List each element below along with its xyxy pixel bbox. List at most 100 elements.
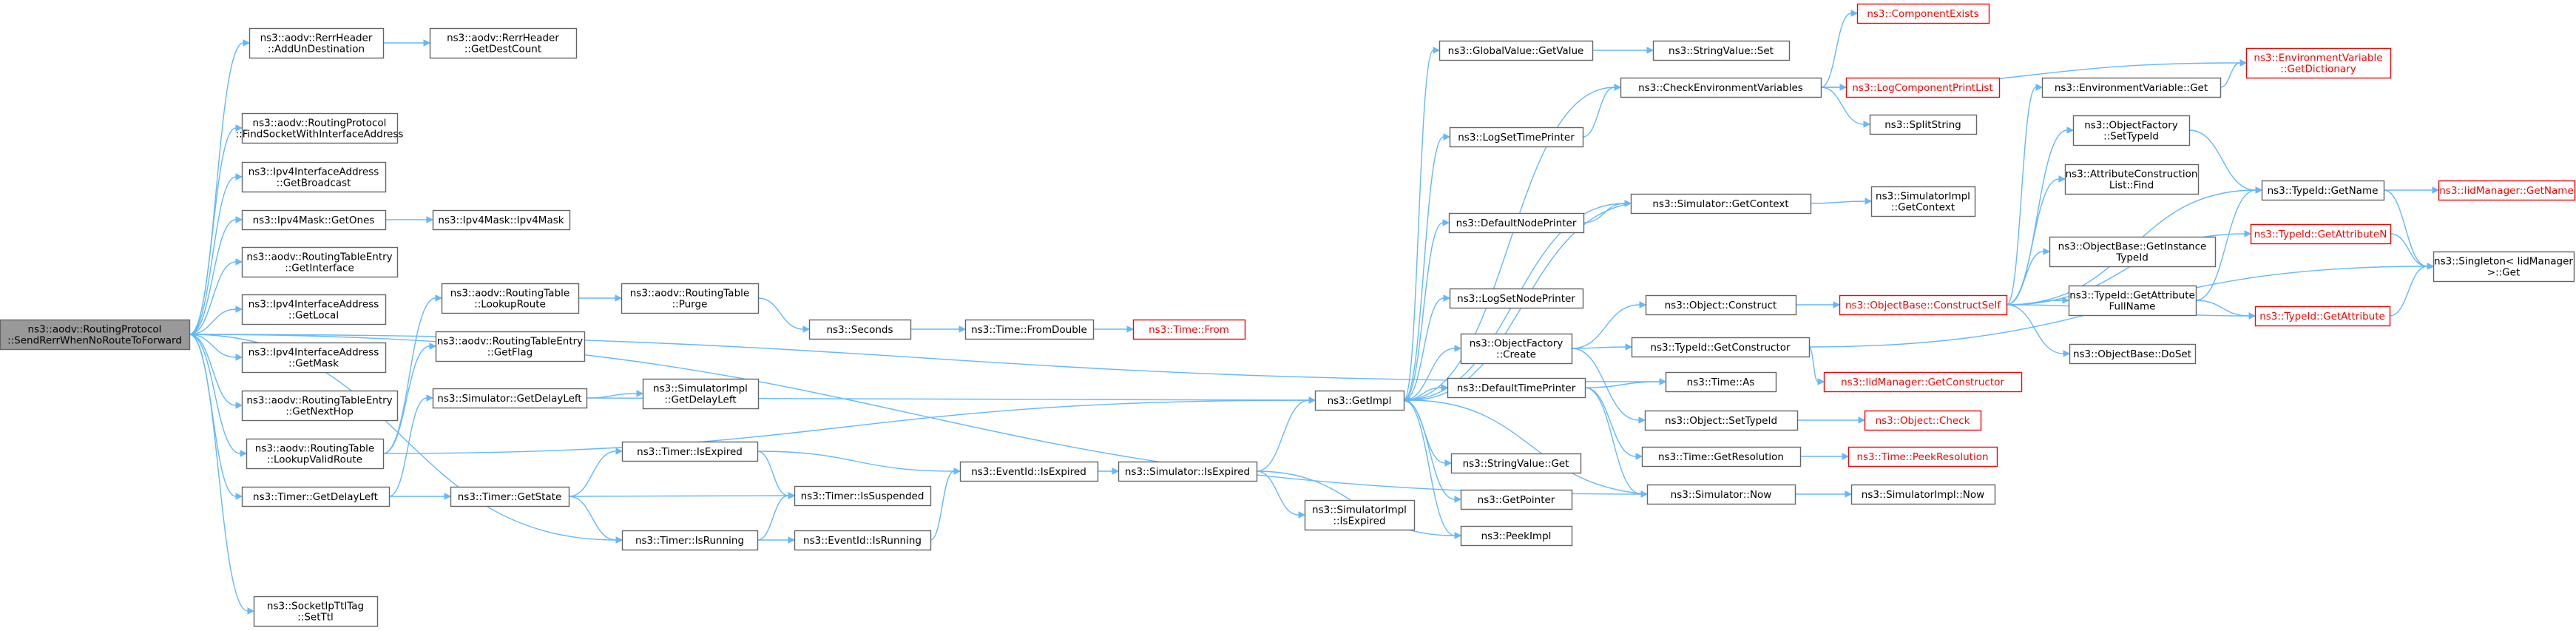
node-default-node-printer[interactable]: ns3::DefaultNodePrinter <box>1448 212 1585 234</box>
edge-arrowhead <box>2062 297 2070 304</box>
node-iid-get-constructor[interactable]: ns3::IidManager::GetConstructor <box>1823 371 2023 393</box>
node-sim-impl-now[interactable]: ns3::SimulatorImpl::Now <box>1850 484 1996 505</box>
node-rte-next-hop[interactable]: ns3::aodv::RoutingTableEntry::GetNextHop <box>241 390 399 422</box>
node-get-pointer[interactable]: ns3::GetPointer <box>1460 489 1573 510</box>
edge-path <box>189 334 237 358</box>
node-sim-impl-is-expired[interactable]: ns3::SimulatorImpl::IsExpired <box>1304 499 1416 531</box>
node-peek-impl[interactable]: ns3::PeekImpl <box>1460 525 1573 547</box>
node-box <box>1630 193 1812 215</box>
node-obj-construct[interactable]: ns3::Object::Construct <box>1645 294 1797 316</box>
call-edge <box>1571 301 1647 349</box>
edge-arrowhead <box>1625 343 1633 351</box>
call-edge <box>1584 378 1667 388</box>
node-rte-get-interface[interactable]: ns3::aodv::RoutingTableEntry::GetInterfa… <box>241 246 399 278</box>
node-box <box>1460 489 1573 510</box>
node-split-string[interactable]: ns3::SplitString <box>1869 114 1978 135</box>
edge-path <box>189 308 237 335</box>
edge-path <box>757 495 789 541</box>
node-sim-is-expired[interactable]: ns3::Simulator::IsExpired <box>1118 461 1258 482</box>
node-box <box>1448 212 1585 234</box>
node-sim-now[interactable]: ns3::Simulator::Now <box>1646 484 1796 505</box>
node-obj-base-construct-self[interactable]: ns3::ObjectBase::ConstructSelf <box>1839 294 2008 316</box>
node-env-var-get-dictionary[interactable]: ns3::EnvironmentVariable::GetDictionary <box>2245 47 2392 79</box>
node-timer-is-suspended[interactable]: ns3::Timer::IsSuspended <box>794 485 932 507</box>
node-type-id-get-attribute-n[interactable]: ns3::TypeId::GetAttributeN <box>2250 223 2392 245</box>
node-time-from[interactable]: ns3::Time::From <box>1132 319 1246 340</box>
node-find-socket[interactable]: ns3::aodv::RoutingProtocol::FindSocketWi… <box>236 112 404 144</box>
node-seconds[interactable]: ns3::Seconds <box>808 319 912 340</box>
node-type-id-get-attribute[interactable]: ns3::TypeId::GetAttribute <box>2254 306 2391 327</box>
node-box <box>1449 288 1584 309</box>
node-get-ones[interactable]: ns3::Ipv4Mask::GetOnes <box>241 209 387 231</box>
node-label: ::GetFlag <box>487 347 533 359</box>
node-label: ns3::ObjectFactory <box>2084 120 2178 132</box>
node-timer-is-expired[interactable]: ns3::Timer::IsExpired <box>621 441 759 462</box>
node-get-impl[interactable]: ns3::GetImpl <box>1314 390 1405 411</box>
node-label: ns3::SimulatorImpl <box>1876 191 1970 203</box>
node-obj-factory-set-type-id[interactable]: ns3::ObjectFactory::SetTypeId <box>2072 115 2191 146</box>
node-add-un-dest[interactable]: ns3::aodv::RerrHeader::AddUnDestination <box>249 27 385 59</box>
node-obj-set-type-id[interactable]: ns3::Object::SetTypeId <box>1644 410 1799 431</box>
edge-path <box>757 451 789 496</box>
node-obj-factory-create[interactable]: ns3::ObjectFactory::Create <box>1460 333 1573 365</box>
node-rte-flag[interactable]: ns3::aodv::RoutingTableEntry::GetFlag <box>435 331 586 362</box>
node-socket-set-ttl[interactable]: ns3::SocketIpTtlTag::SetTtl <box>253 595 379 627</box>
node-string-value-set[interactable]: ns3::StringValue::Set <box>1652 40 1791 61</box>
edge-arrowhead <box>1842 453 1850 460</box>
node-box <box>1845 77 2001 98</box>
edge-path <box>388 397 427 497</box>
node-box <box>1646 484 1796 505</box>
call-edge <box>1403 219 1450 401</box>
node-time-from-double[interactable]: ns3::Time::FromDouble <box>964 319 1095 340</box>
node-lookup-route[interactable]: ns3::aodv::RoutingTable::LookupRoute <box>441 283 580 314</box>
node-lookup-valid[interactable]: ns3::aodv::RoutingTable::LookupValidRout… <box>246 438 385 470</box>
node-sim-delay-left[interactable]: ns3::Simulator::GetDelayLeft <box>432 388 588 409</box>
node-time-peek-resolution[interactable]: ns3::Time::PeekResolution <box>1848 446 1998 468</box>
node-env-var-get[interactable]: ns3::EnvironmentVariable::Get <box>2041 77 2222 98</box>
node-default-time-printer[interactable]: ns3::DefaultTimePrinter <box>1447 377 1586 399</box>
node-iface-local[interactable]: ns3::Ipv4InterfaceAddress::GetLocal <box>241 294 387 325</box>
node-check-env-vars[interactable]: ns3::CheckEnvironmentVariables <box>1620 77 1822 98</box>
node-iface-mask[interactable]: ns3::Ipv4InterfaceAddress::GetMask <box>241 342 387 374</box>
node-log-component-print-list[interactable]: ns3::LogComponentPrintList <box>1845 77 2001 98</box>
node-singleton-get[interactable]: ns3::Singleton< IidManager>::Get <box>2433 251 2575 283</box>
call-edge <box>189 216 243 335</box>
edge-path <box>189 261 237 335</box>
node-global-get-value[interactable]: ns3::GlobalValue::GetValue <box>1439 40 1594 61</box>
node-sim-impl-delay-left[interactable]: ns3::SimulatorImpl::GetDelayLeft <box>642 378 760 410</box>
node-obj-base-do-set[interactable]: ns3::ObjectBase::DoSet <box>2069 343 2197 365</box>
node-component-exists[interactable]: ns3::ComponentExists <box>1856 3 1990 24</box>
node-label: ns3::GetPointer <box>1478 494 1555 506</box>
node-log-set-node-printer[interactable]: ns3::LogSetNodePrinter <box>1449 288 1584 309</box>
node-type-id-get-name[interactable]: ns3::TypeId::GetName <box>2261 180 2385 201</box>
node-label: ns3::EnvironmentVariable <box>2254 53 2382 64</box>
node-type-id-get-constructor[interactable]: ns3::TypeId::GetConstructor <box>1631 337 1811 358</box>
node-string-value-get[interactable]: ns3::StringValue::Get <box>1450 453 1582 474</box>
node-iface-broadcast[interactable]: ns3::Ipv4InterfaceAddress::GetBroadcast <box>241 161 387 193</box>
node-label: ns3::ObjectBase::ConstructSelf <box>1845 300 2001 311</box>
node-box <box>1132 319 1246 340</box>
node-sim-get-context[interactable]: ns3::Simulator::GetContext <box>1630 193 1812 215</box>
node-iid-get-name[interactable]: ns3::IidManager::GetName <box>2438 180 2576 201</box>
node-ipv4-mask[interactable]: ns3::Ipv4Mask::Ipv4Mask <box>432 209 571 231</box>
call-edge <box>1403 399 1462 503</box>
node-rt-purge[interactable]: ns3::aodv::RoutingTable::Purge <box>621 283 760 314</box>
node-log-set-time-printer[interactable]: ns3::LogSetTimePrinter <box>1449 126 1584 148</box>
edge-arrowhead <box>1817 378 1825 385</box>
node-root[interactable]: ns3::aodv::RoutingProtocol::SendRerrWhen… <box>0 319 191 351</box>
node-time-get-resolution[interactable]: ns3::Time::GetResolution <box>1641 446 1802 468</box>
node-event-is-running[interactable]: ns3::EventId::IsRunning <box>794 530 932 551</box>
node-timer-delay-left[interactable]: ns3::Timer::GetDelayLeft <box>241 486 391 507</box>
node-time-as[interactable]: ns3::Time::As <box>1665 371 1777 393</box>
edge-arrowhead <box>1635 453 1643 460</box>
node-event-is-expired[interactable]: ns3::EventId::IsExpired <box>959 461 1099 482</box>
node-sim-impl-get-context[interactable]: ns3::SimulatorImpl::GetContext <box>1870 186 1976 217</box>
node-timer-is-running[interactable]: ns3::Timer::IsRunning <box>621 530 759 551</box>
node-timer-get-state[interactable]: ns3::Timer::GetState <box>450 486 570 507</box>
node-obj-check[interactable]: ns3::Object::Check <box>1864 410 1982 431</box>
node-get-dest-count[interactable]: ns3::aodv::RerrHeader::GetDestCount <box>429 27 578 59</box>
